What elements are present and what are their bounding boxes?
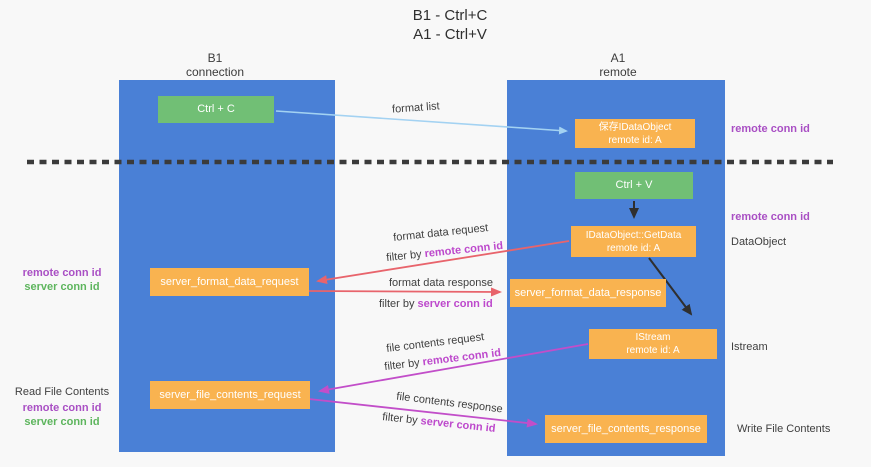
- node-idataobject-getdata-line1: IDataObject::GetData: [585, 229, 682, 241]
- label-filter-by-remote-conn-id-1: filter by remote conn id: [386, 240, 504, 264]
- column-a1-role: remote: [599, 65, 637, 79]
- label-left-remote-conn-id-2: remote conn id: [22, 402, 102, 414]
- column-a1-name: A1: [610, 51, 626, 65]
- label-format-data-request: format data request: [392, 222, 489, 244]
- node-server-file-contents-request-label: server_file_contents_request: [159, 388, 301, 401]
- node-idataobject-getdata-line2: remote id: A: [606, 242, 661, 254]
- label-filter-by-server-conn-id-1: filter by server conn id: [379, 298, 493, 310]
- node-idataobject-getdata: IDataObject::GetData remote id: A: [571, 226, 696, 257]
- arrow-format-data-response: [308, 287, 502, 297]
- column-header-a1: A1 remote: [548, 51, 688, 79]
- filter-prefix: filter by: [385, 248, 426, 265]
- node-server-format-data-request-label: server_format_data_request: [160, 275, 299, 288]
- node-server-format-data-request: server_format_data_request: [150, 268, 309, 296]
- node-server-file-contents-response-label: server_file_contents_response: [551, 422, 701, 435]
- filter-server-conn-id: server conn id: [417, 298, 493, 310]
- diagram-title: B1 - Ctrl+C A1 - Ctrl+V: [350, 6, 550, 44]
- label-file-contents-response: file contents response: [395, 390, 504, 416]
- filter-remote-conn-id: remote conn id: [423, 239, 504, 261]
- filter-prefix: filter by: [381, 411, 422, 428]
- label-right-remote-conn-id-1: remote conn id: [731, 123, 810, 135]
- node-server-file-contents-request: server_file_contents_request: [150, 381, 310, 409]
- node-istream: IStream remote id: A: [589, 329, 717, 359]
- filter-server-conn-id: server conn id: [419, 415, 497, 435]
- label-left-server-conn-id-2: server conn id: [24, 416, 100, 428]
- label-left-server-conn-id-1: server conn id: [24, 281, 100, 293]
- column-header-b1: B1 connection: [145, 51, 285, 79]
- label-read-file-contents: Read File Contents: [14, 386, 110, 398]
- diagram-title-line2: A1 - Ctrl+V: [413, 26, 487, 43]
- node-ctrl-v: Ctrl + V: [575, 172, 693, 199]
- label-right-remote-conn-id-2: remote conn id: [731, 211, 810, 223]
- node-server-format-data-response-label: server_format_data_response: [514, 286, 662, 299]
- node-istream-line1: IStream: [635, 332, 671, 343]
- node-ctrl-c: Ctrl + C: [158, 96, 274, 123]
- node-save-idataobject-line2: remote id: A: [608, 134, 662, 146]
- filter-prefix: filter by: [379, 298, 418, 310]
- label-dataobject: DataObject: [731, 236, 787, 248]
- column-b1-name: B1: [207, 51, 223, 65]
- label-write-file-contents: Write File Contents: [737, 423, 831, 435]
- column-b1-role: connection: [185, 65, 245, 79]
- label-format-data-response: format data response: [389, 277, 493, 289]
- label-filter-by-server-conn-id-2: filter by server conn id: [382, 411, 496, 435]
- filter-prefix: filter by: [383, 356, 424, 374]
- node-ctrl-c-label: Ctrl + C: [197, 103, 235, 115]
- filter-remote-conn-id: remote conn id: [421, 346, 502, 369]
- node-server-format-data-response: server_format_data_response: [510, 279, 666, 307]
- label-left-remote-conn-id-1: remote conn id: [22, 267, 102, 279]
- node-server-file-contents-response: server_file_contents_response: [545, 415, 707, 443]
- node-istream-line2: remote id: A: [626, 345, 680, 356]
- label-istream: Istream: [731, 341, 768, 353]
- diagram-title-line1: B1 - Ctrl+C: [412, 7, 488, 24]
- node-save-idataobject: 保存IDataObject remote id: A: [575, 119, 695, 148]
- node-ctrl-v-label: Ctrl + V: [615, 179, 653, 191]
- label-format-list: format list: [391, 100, 441, 116]
- node-save-idataobject-line1: 保存IDataObject: [598, 121, 672, 133]
